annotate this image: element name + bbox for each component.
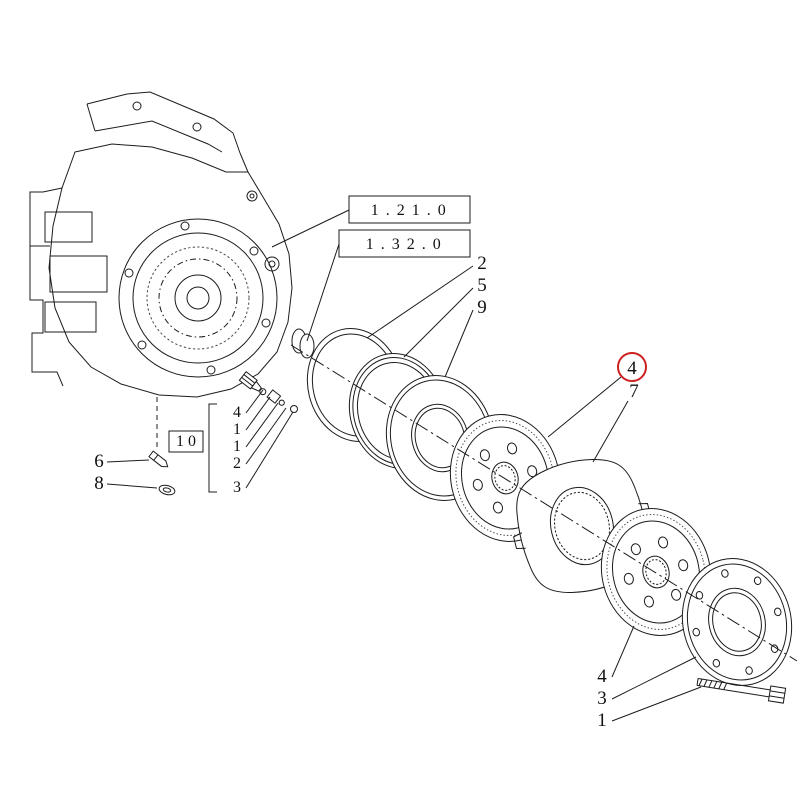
leader-item9 (444, 309, 474, 378)
callout-item9[interactable]: 9 (477, 297, 487, 318)
leader-group-2 (245, 402, 279, 448)
leader-item2 (366, 265, 474, 339)
callout-item1[interactable]: 1 (597, 710, 607, 731)
leader-ref-upper (271, 209, 350, 248)
small-washer (290, 405, 298, 413)
kit-group-box (168, 430, 204, 453)
kit-item-0[interactable]: 4 (233, 404, 241, 421)
leader-item6 (106, 459, 150, 463)
leader-item1 (611, 686, 702, 722)
kit-item-4[interactable]: 3 (233, 479, 241, 496)
leader-group-4 (245, 411, 294, 489)
leader-item3 (611, 656, 697, 700)
kit-item-2[interactable]: 1 (233, 438, 241, 455)
part-8-plug (158, 484, 176, 496)
leader-item4-lower (611, 625, 635, 678)
leader-item7 (592, 400, 629, 463)
callout-item8[interactable]: 8 (94, 473, 104, 494)
ref-box-lower[interactable]: 1 . 3 2 . 0 (338, 229, 471, 258)
leader-group-0 (245, 389, 264, 414)
leader-item5 (403, 287, 474, 358)
brake-disc-part-3 (681, 558, 793, 686)
kit-group-bracket (208, 403, 217, 493)
center-axis-line (290, 344, 798, 662)
leader-group-1 (245, 396, 271, 431)
callout-item5[interactable]: 5 (477, 275, 487, 296)
callout-item2[interactable]: 2 (477, 253, 487, 274)
callout-item3[interactable]: 3 (597, 688, 607, 709)
ref-box-lower-label[interactable]: 1 . 3 2 . 0 (366, 236, 443, 253)
kit-group-callouts: 1 0 4 1 1 2 3 (168, 403, 241, 496)
leader-lines (106, 209, 702, 722)
highlight-circle[interactable] (617, 352, 647, 382)
transmission-housing-drawing (29, 91, 293, 448)
callout-item7[interactable]: 7 (629, 381, 639, 402)
bolt-part-1 (696, 678, 787, 704)
kit-item-1[interactable]: 1 (233, 421, 241, 438)
leader-item4-upper (547, 376, 622, 438)
leader-ref-lower (306, 243, 340, 342)
ref-box-upper[interactable]: 1 . 2 1 . 0 (348, 195, 471, 224)
callout-item6[interactable]: 6 (94, 451, 104, 472)
bearing-washer-stack (291, 328, 315, 359)
callout-item4-upper[interactable]: 4 (627, 358, 637, 379)
kit-item-3[interactable]: 2 (233, 455, 241, 472)
kit-group-box-label[interactable]: 1 0 (176, 433, 196, 450)
leader-item8 (106, 483, 158, 489)
leader-group-3 (245, 407, 287, 465)
callout-item4-lower[interactable]: 4 (597, 666, 607, 687)
part-6-pin (148, 450, 169, 468)
bleed-fitting-parts (238, 370, 298, 413)
ref-box-upper-label[interactable]: 1 . 2 1 . 0 (371, 202, 448, 219)
